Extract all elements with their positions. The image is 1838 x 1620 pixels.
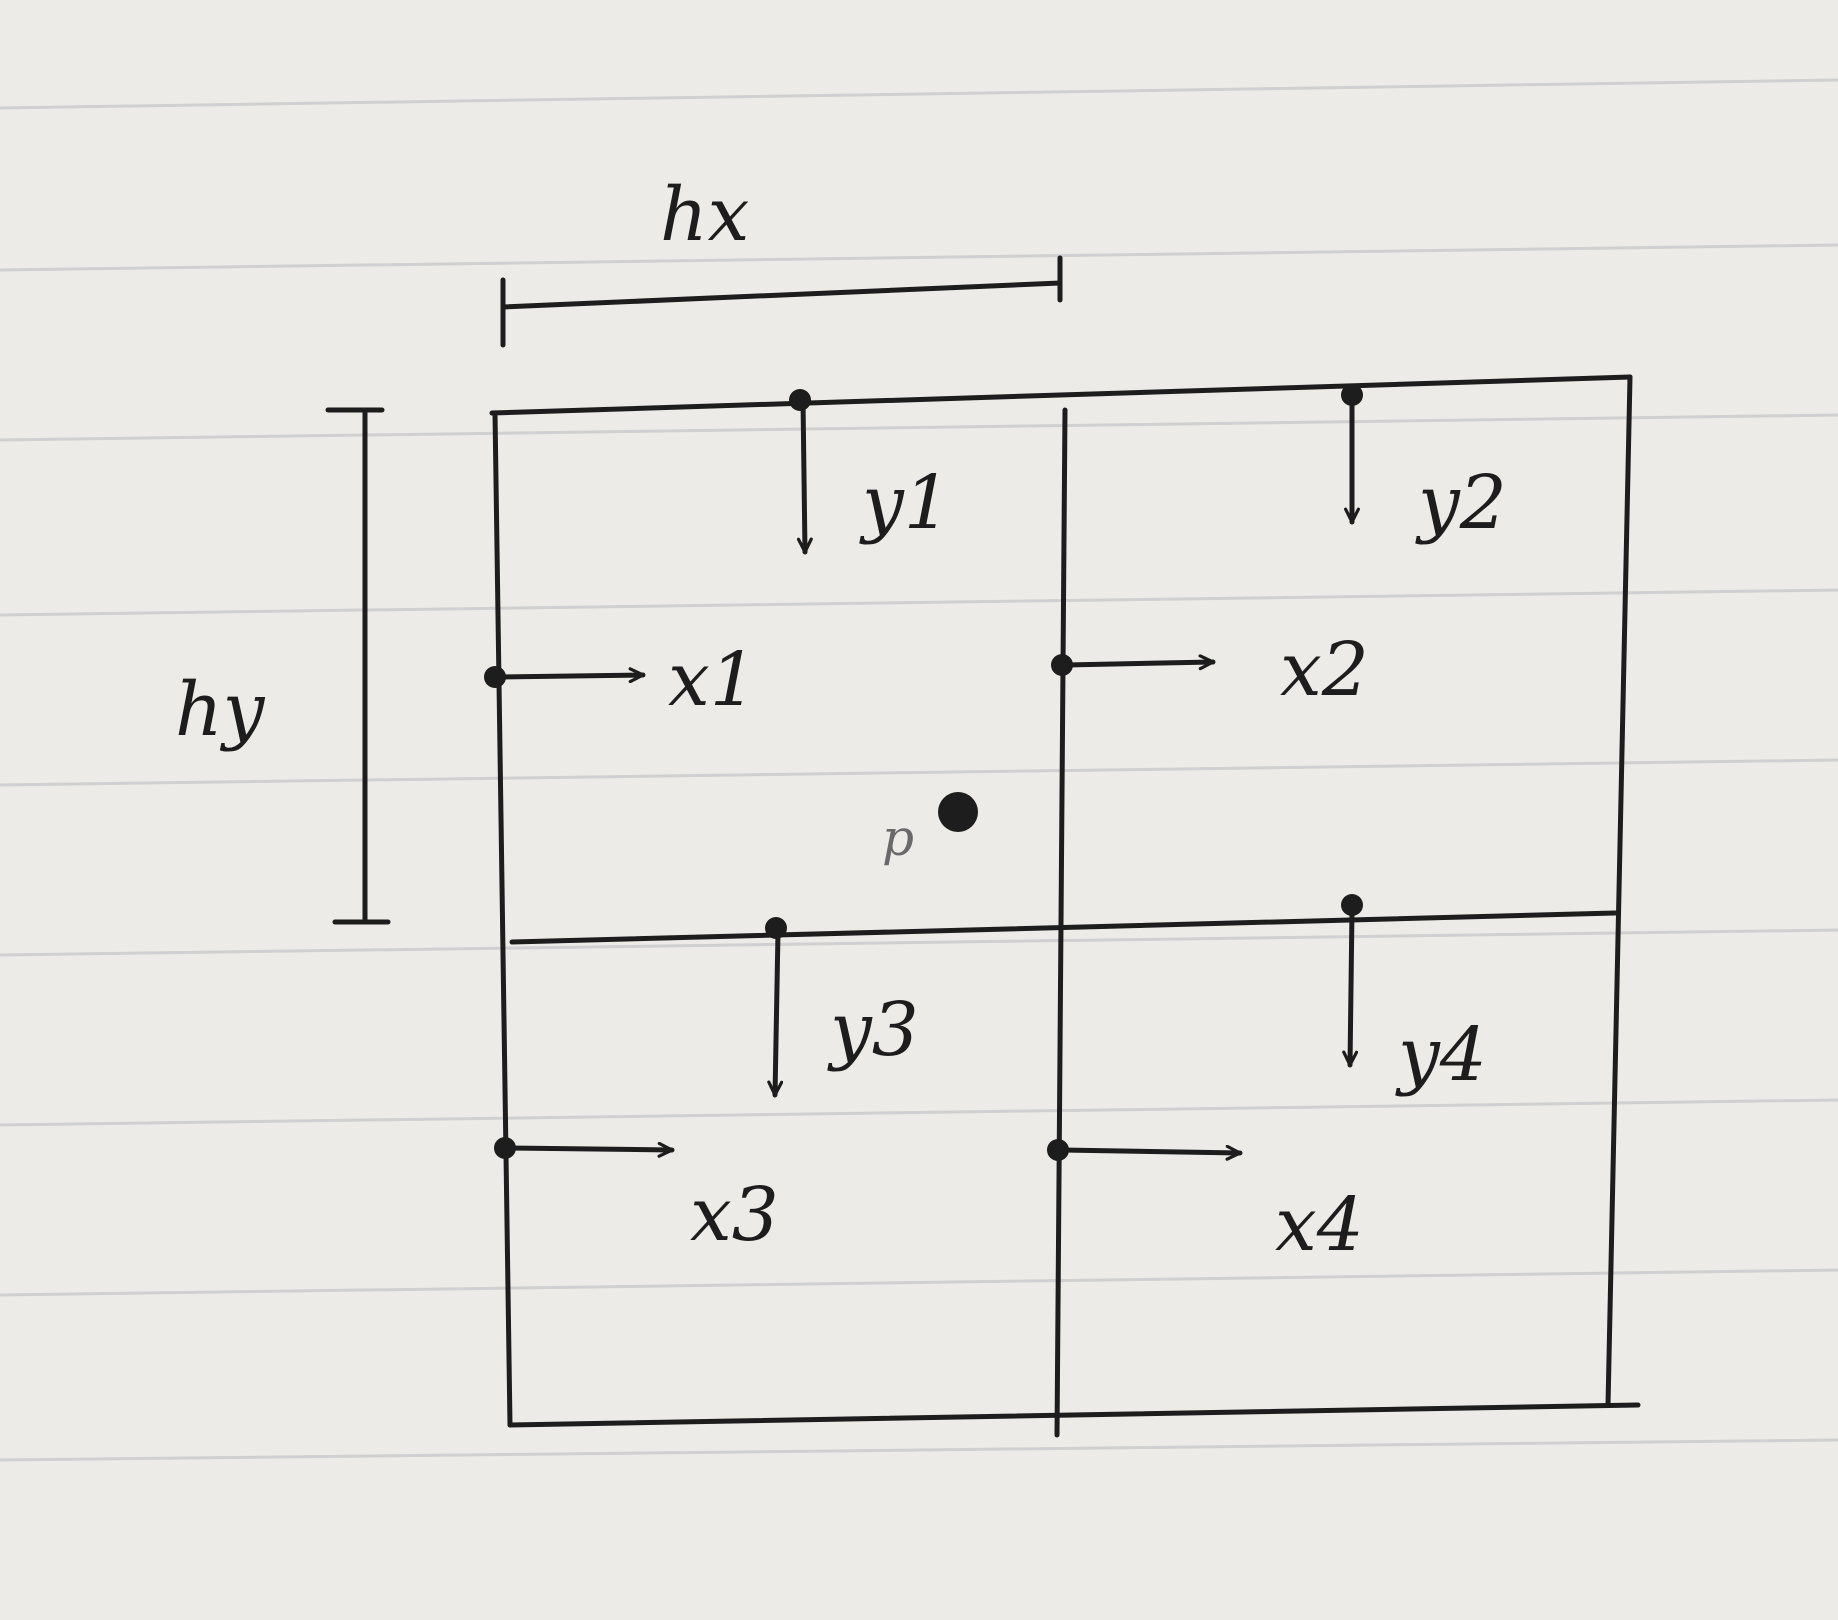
- x3-arrow: [506, 1141, 675, 1158]
- y4-arrow: [1342, 907, 1359, 1068]
- x3-label: x3: [690, 1172, 779, 1258]
- hy-dimension-bracket: [325, 407, 391, 925]
- notebook-ruling-lines: [0, 78, 1838, 1462]
- x1-label: x1: [668, 637, 757, 723]
- y1-arrow: [796, 397, 813, 555]
- x4-origin-dot: [1047, 1139, 1069, 1161]
- point-p-dot: [938, 792, 978, 832]
- x4-label: x4: [1275, 1182, 1364, 1268]
- y4-origin-dot: [1341, 894, 1363, 916]
- query-point: p: [882, 792, 978, 867]
- y2-label: y2: [1415, 460, 1507, 546]
- x2-arrow: [1063, 654, 1216, 671]
- y2-origin-dot: [1341, 384, 1363, 406]
- cell-4: y4 x4: [1047, 894, 1487, 1268]
- x3-origin-dot: [494, 1137, 516, 1159]
- hx-dimension-bracket: [500, 255, 1063, 348]
- y3-origin-dot: [765, 917, 787, 939]
- cell-3: y3 x3: [494, 917, 919, 1258]
- x1-arrow: [497, 667, 646, 684]
- y1-label: y1: [859, 460, 951, 546]
- x1-origin-dot: [484, 666, 506, 688]
- y3-label: y3: [827, 987, 919, 1073]
- point-p-label: p: [882, 809, 914, 867]
- hy-label: hy: [175, 667, 266, 753]
- x2-label: x2: [1280, 627, 1369, 713]
- grid-lines: [489, 374, 1641, 1438]
- y1-origin-dot: [789, 389, 811, 411]
- cell-2: y2 x2: [1051, 384, 1507, 713]
- y4-label: y4: [1395, 1012, 1487, 1098]
- y3-arrow: [767, 929, 784, 1098]
- cell-1: y1 x1: [484, 389, 951, 723]
- hx-label: hx: [660, 172, 749, 258]
- x2-origin-dot: [1051, 654, 1073, 676]
- x4-arrow: [1059, 1144, 1243, 1161]
